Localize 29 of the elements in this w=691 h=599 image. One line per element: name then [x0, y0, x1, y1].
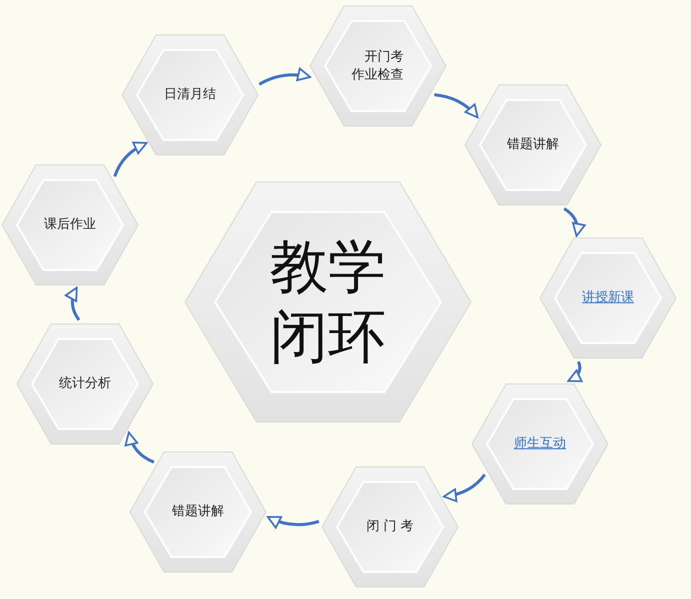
arrow	[258, 68, 312, 86]
link-text: 讲授新课	[582, 289, 634, 307]
node-label: 错题讲解	[507, 136, 559, 154]
hexagon-node	[2, 165, 138, 285]
arrow	[113, 142, 148, 177]
node-label: 开门考作业检查	[352, 48, 404, 84]
node-label: 课后作业	[44, 216, 96, 234]
node-label: 统计分析	[59, 375, 111, 393]
arrow	[442, 474, 486, 502]
node-label: 日清月结	[164, 86, 216, 104]
hexagon-node	[17, 324, 153, 444]
link-text: 师生互动	[514, 435, 566, 453]
hexagon-node	[540, 238, 676, 358]
title-text: 教学闭环	[269, 232, 387, 372]
hexagon-node	[130, 452, 266, 572]
arrow	[65, 286, 80, 321]
arrow	[563, 207, 586, 237]
arrow	[125, 432, 154, 464]
node-label: 闭 门 考	[366, 518, 414, 536]
hexagon-node	[185, 182, 471, 422]
hexagon-node	[310, 6, 446, 126]
arrow	[567, 361, 583, 382]
hexagon-node	[465, 85, 601, 205]
hexagon-node	[472, 384, 608, 504]
hexagon-node	[322, 467, 458, 587]
hexagon-node	[122, 35, 258, 155]
node-label: 错题讲解	[172, 503, 224, 521]
arrow	[434, 93, 479, 118]
arrow	[266, 516, 320, 528]
